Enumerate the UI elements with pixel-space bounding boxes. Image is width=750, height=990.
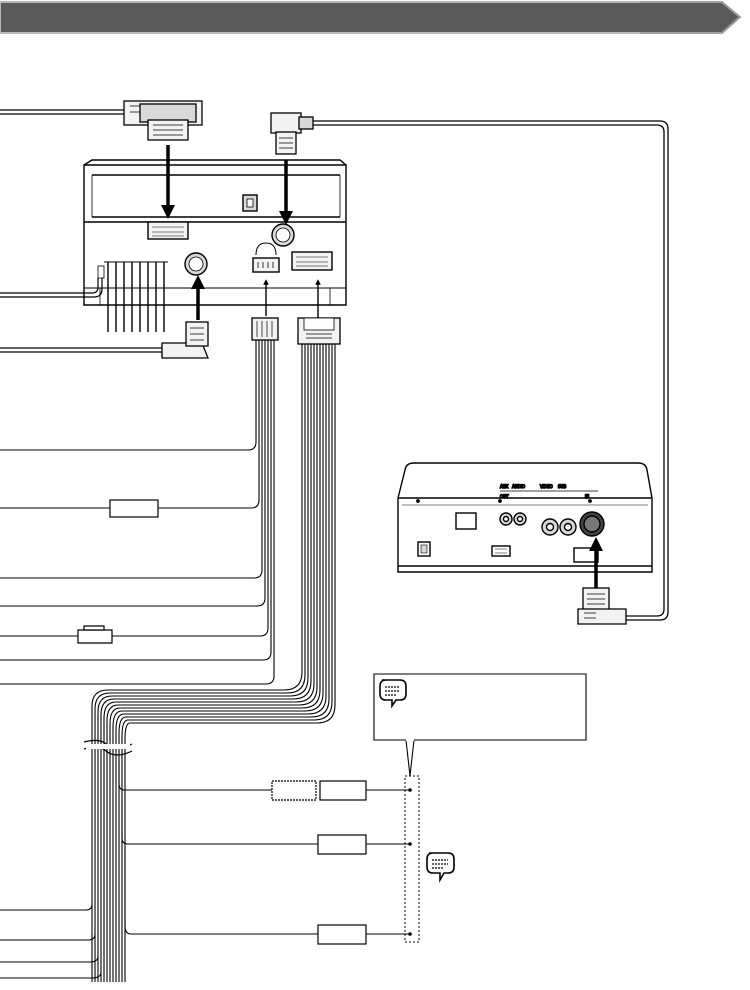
small-harness-plug: [251, 317, 279, 341]
small-socket: [252, 257, 280, 273]
main-wire-bundle: [91, 344, 336, 982]
head-unit-rear: [83, 159, 347, 332]
ground-wire: [0, 278, 103, 298]
large-harness-plug: [297, 317, 341, 345]
note-callout: [373, 673, 587, 777]
label-box-3: [317, 924, 367, 945]
speech-bubble-note-icon-2: [426, 852, 455, 884]
inline-fuse: [77, 625, 113, 644]
remote-connector: [0, 321, 209, 359]
unit-label-in: IN: [585, 494, 589, 499]
unit-label-out: OUT: [500, 494, 509, 499]
antenna-connector-cable: [270, 112, 669, 621]
unit-label-sub: SUB: [558, 484, 566, 489]
label-box-1a: [271, 780, 317, 801]
left-branch-wires: [0, 903, 102, 979]
external-unit: AUX AUDIO VIDEO OUT SUB IN: [397, 462, 653, 573]
unit-label-audio: AUDIO: [512, 484, 525, 489]
multi-pin-socket: [147, 221, 189, 240]
label-box-2: [317, 834, 367, 855]
speaker-leads: [104, 261, 168, 332]
unit-label-aux: AUX: [500, 484, 509, 489]
speech-bubble-note-icon: [379, 679, 407, 709]
din-plug: [577, 587, 627, 625]
branch-wires: [118, 760, 410, 935]
head-unit-body: [83, 164, 347, 306]
main-harness-connector: [0, 100, 203, 141]
connection-arrows: [161, 145, 321, 320]
right-socket: [291, 251, 333, 271]
header-bar: [0, 1, 742, 34]
small-harness-wires: [0, 340, 275, 685]
label-box-1b: [319, 780, 367, 801]
header-bar-shape: [0, 1, 742, 34]
branch-label-boxes: [271, 780, 367, 945]
unit-label-video: VIDEO: [540, 484, 553, 489]
cable-break-mark: [83, 739, 133, 756]
external-unit-body: [397, 462, 653, 567]
inline-fuse-block: [109, 499, 159, 518]
dotted-bracket: [404, 775, 420, 943]
